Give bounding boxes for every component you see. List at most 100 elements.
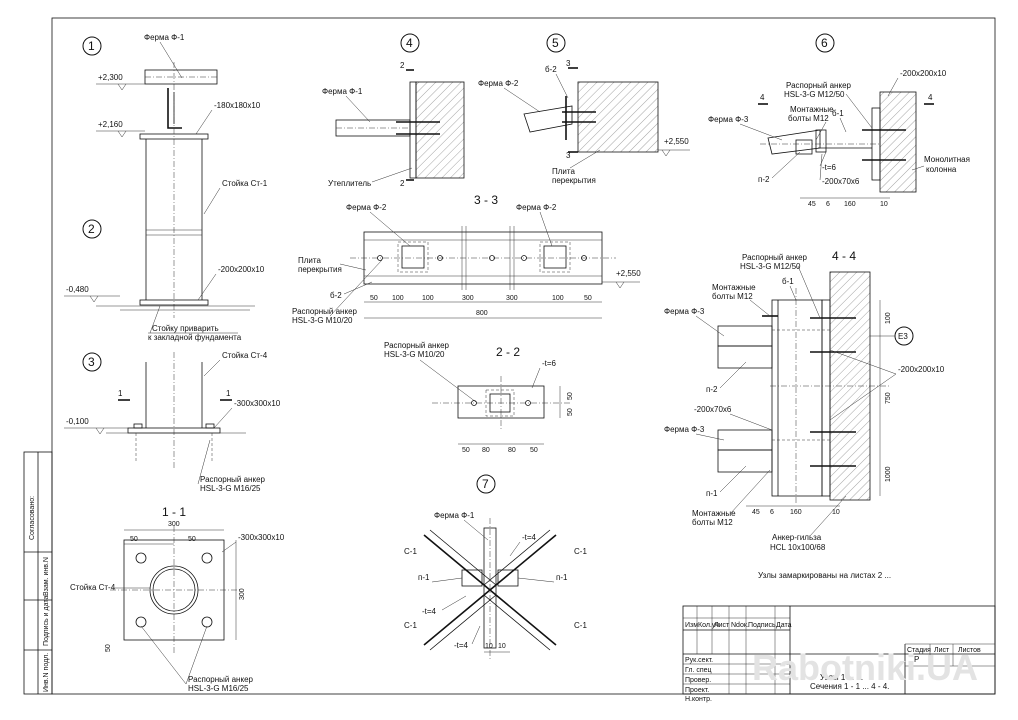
dim-22-0: 50 — [462, 447, 470, 454]
label-mont-b: болты М12 — [788, 114, 829, 123]
tb-col-2: Лист — [714, 622, 730, 629]
svg-text:6: 6 — [821, 36, 828, 50]
node-7: 7 Ферма Ф-1 -t=4 С-1 С-1 С-1 С-1 п-1 п-1… — [404, 474, 587, 660]
label-plate-200: -200x200x10 — [218, 265, 265, 274]
label-b1-b: б-1 — [782, 277, 794, 286]
anchor-m10-d: HSL-3-G M10/20 — [384, 350, 445, 359]
stamp-agreed: Согласовано: — [29, 496, 36, 540]
dim-33-6: 50 — [584, 295, 592, 302]
label-t6: -t=6 — [542, 359, 557, 368]
node-2: 2 — [82, 219, 102, 239]
note-privarit-2: к закладной фундамента — [148, 333, 242, 342]
dim-6-3: 10 — [880, 201, 888, 208]
label-plate-300: -300x300x10 — [234, 399, 281, 408]
dim-22-2: 80 — [508, 447, 516, 454]
dim-22-v1: 50 — [567, 408, 574, 416]
label-plita-d: перекрытия — [298, 265, 342, 274]
node-marker-4 — [400, 33, 420, 53]
section-3-3: 3 - 3 Ферма Ф-2 Ферма Ф-2 Плита перекрыт… — [292, 193, 641, 325]
node-marker-5 — [546, 33, 566, 53]
label-ferma-f1-b: Ферма Ф-1 — [322, 87, 363, 96]
label-gilza-a: Анкер-гильза — [772, 533, 822, 542]
dim-44-1: 6 — [770, 509, 774, 516]
tb-col-4: Подпись — [748, 622, 776, 629]
anchor-m12-a: Распорный анкер — [786, 81, 852, 90]
section-title-3-3: 3 - 3 — [474, 193, 498, 207]
label-uteplitel: Утеплитель — [328, 179, 371, 188]
section-title-1-1: 1 - 1 — [162, 505, 186, 519]
section-title-2-2: 2 - 2 — [496, 345, 520, 359]
label-plate-300-b: -300x300x10 — [238, 533, 285, 542]
tb-col-3: Ndок. — [731, 622, 749, 629]
label-n2-b: п-2 — [706, 385, 718, 394]
label-mont-d: болты М12 — [712, 292, 753, 301]
dim-6-0: 45 — [808, 201, 816, 208]
elev-m0100: -0,100 — [66, 417, 89, 426]
node-marker-7 — [476, 474, 496, 494]
label-mont-a: Монтажные — [790, 105, 834, 114]
dim-44-0: 45 — [752, 509, 760, 516]
label-ferma-f1-c: Ферма Ф-1 — [434, 511, 475, 520]
dim-44-v0: 100 — [885, 312, 892, 324]
tb-stage-hdr-2: Листов — [958, 647, 981, 654]
node-5: 5 Ферма Ф-2 б-2 3 3 +2,550 Плита перекры… — [478, 33, 690, 185]
anchor-m10-b: HSL-3-G M10/20 — [292, 316, 353, 325]
label-t4-a: -t=4 — [522, 533, 537, 542]
label-b2: б-2 — [545, 65, 557, 74]
section-1-1: 1 - 1 300 50 50 300 50 Стойка Ст-4 -300x… — [70, 505, 285, 693]
dim-6-2: 160 — [844, 201, 856, 208]
anchor-m16-a: Распорный анкер — [200, 475, 266, 484]
mark-2-a: 2 — [400, 61, 405, 70]
tb-stage-val: Р — [914, 655, 919, 664]
title-block: Изм Кол.уч Лист Ndок. Подпись Дата Рук.с… — [682, 605, 996, 703]
dim-11-top: 300 — [168, 521, 180, 528]
mark-3-a: 3 — [566, 59, 571, 68]
svg-text:1: 1 — [88, 39, 95, 53]
mark-1: 1 — [118, 389, 123, 398]
svg-text:3: 3 — [88, 355, 95, 369]
label-ferma-f3-b: Ферма Ф-3 — [664, 307, 705, 316]
dim-11-v2: 50 — [105, 644, 112, 652]
dim-11-v: 300 — [239, 588, 246, 600]
label-s1-c: С-1 — [404, 621, 417, 630]
tb-desc-2: Сечения 1 - 1 ... 4 - 4. — [810, 682, 889, 691]
dim-22-1: 80 — [482, 447, 490, 454]
label-stoyka-st4-b: Стойка Ст-4 — [70, 583, 116, 592]
node-marker-1 — [82, 36, 102, 56]
mark-3-b: 3 — [566, 151, 571, 160]
label-plate-200-b: -200x200x10 — [900, 69, 947, 78]
label-plita-c: Плита — [298, 256, 321, 265]
note-privarit-1: Стойку приварить — [152, 324, 219, 333]
label-s1-a: С-1 — [404, 547, 417, 556]
label-monol-b: колонна — [926, 165, 957, 174]
label-n2: п-2 — [758, 175, 770, 184]
svg-text:2: 2 — [88, 222, 95, 236]
anchor-m16-d: HSL-3-G M16/25 — [188, 684, 249, 693]
label-n1-a: п-1 — [418, 573, 430, 582]
dim-33-1: 100 — [392, 295, 404, 302]
dim-11-50a: 50 — [130, 536, 138, 543]
label-plate-200-c: -200x200x10 — [898, 365, 945, 374]
dim-22-3: 50 — [530, 447, 538, 454]
node-marker-2 — [82, 219, 102, 239]
node-6: 6 -200x200x10 Распорный анкер HSL-3-G M1… — [708, 33, 970, 208]
label-b1: б-1 — [832, 109, 844, 118]
dim-33-5: 100 — [552, 295, 564, 302]
elev-2550-b: +2,550 — [616, 269, 641, 278]
tb-col-0: Изм — [685, 622, 698, 629]
label-b2-b: б-2 — [330, 291, 342, 300]
svg-text:5: 5 — [552, 36, 559, 50]
side-stamp: Согласовано: Взам. инв.N Подпись и дата … — [23, 451, 53, 695]
node-4: 4 Ферма Ф-1 Утеплитель 2 2 — [322, 33, 465, 188]
mark-4-a: 4 — [760, 93, 765, 102]
svg-text:4: 4 — [406, 36, 413, 50]
sheet-frame — [51, 17, 996, 695]
tb-desc-1: Узлы 1 ... 7. — [820, 673, 863, 682]
dim-33-total: 800 — [476, 310, 488, 317]
label-ferma-f2: Ферма Ф-2 — [478, 79, 519, 88]
mark-2-b: 2 — [400, 179, 405, 188]
label-plate-200-70: -200x70x6 — [822, 177, 860, 186]
dim-33-2: 100 — [422, 295, 434, 302]
node-3: 3 Стойка Ст-4 -300x300x10 -0,100 1 1 Рас… — [64, 351, 281, 493]
label-s1-d: С-1 — [574, 621, 587, 630]
